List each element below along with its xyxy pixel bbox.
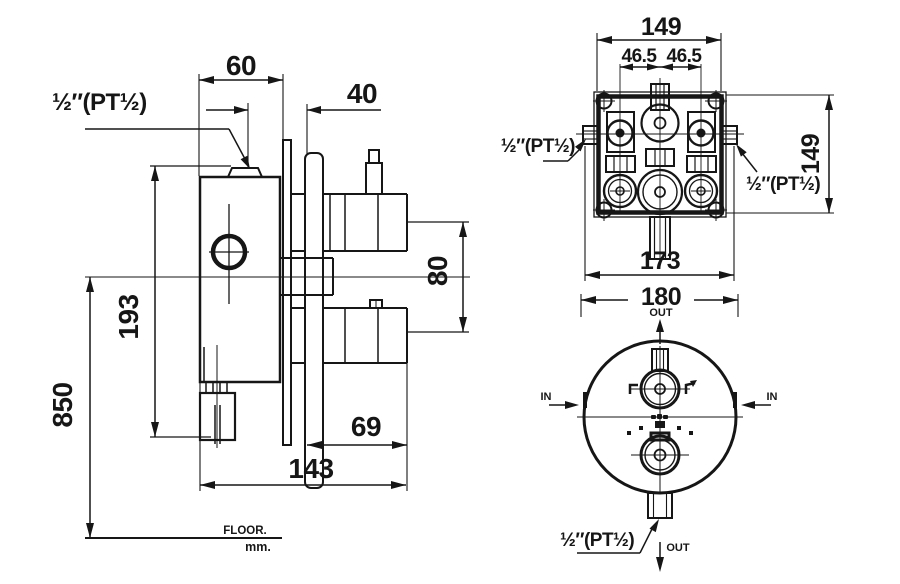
leader-arrow-icon [575, 139, 586, 152]
side-port-callout: ½″(PT½) [52, 89, 250, 169]
temperature-scale-dots [627, 421, 693, 435]
micro-marking [651, 414, 668, 419]
side-lower-knob [291, 299, 469, 364]
spout-icon [628, 383, 638, 394]
front-inlet-pipe-left [582, 125, 599, 145]
face-lower-knob [631, 431, 689, 476]
leader-arrow-icon [649, 519, 659, 533]
side-port-label: ½″(PT½) [52, 89, 147, 116]
leader-arrow-icon [240, 155, 250, 169]
flow-arrow-icon [565, 401, 579, 409]
dim-149-right: 149 [726, 94, 834, 214]
dim-46-5-right-label: 46.5 [667, 46, 703, 67]
face-view: 180 [541, 283, 778, 572]
side-view: 60 40 193 850 [47, 50, 470, 554]
dim-149-top-label: 149 [641, 13, 681, 41]
dim-173-label: 173 [640, 247, 680, 275]
screw-icon [593, 90, 615, 112]
floor-line: FLOOR. mm. [85, 525, 282, 554]
side-upper-knob [291, 149, 469, 252]
front-port-label-left: ½″(PT½) [501, 136, 575, 157]
front-port-callout-left: ½″(PT½) [501, 136, 586, 162]
dim-193-label: 193 [113, 294, 144, 339]
screw-icon [705, 199, 727, 221]
leader-arrow-icon [736, 144, 747, 157]
dim-193: 193 [113, 165, 231, 438]
units-label: mm. [245, 540, 271, 554]
dim-46-5-left-label: 46.5 [622, 46, 658, 67]
side-upper-knob-stub [368, 149, 380, 164]
out-bottom-label: OUT [666, 542, 690, 554]
front-inlet-pipe-right [721, 125, 738, 145]
dim-180: 180 [580, 283, 739, 317]
in-right-callout: IN [733, 391, 778, 409]
dim-180-label: 180 [641, 283, 681, 311]
dim-69: 69 [307, 363, 408, 491]
floor-label: FLOOR. [223, 525, 266, 537]
dim-80-label: 80 [422, 256, 453, 286]
face-port-callout: ½″(PT½) [560, 519, 659, 554]
side-valve-body [198, 167, 282, 384]
side-bottom-port [198, 345, 237, 448]
dim-60-label: 60 [226, 50, 256, 81]
front-port-label-right: ½″(PT½) [746, 174, 820, 195]
front-port-callout-right: ½″(PT½) [736, 144, 821, 195]
dim-40-label: 40 [347, 78, 377, 109]
flow-arrow-icon [741, 401, 755, 409]
side-top-port [226, 167, 264, 178]
front-check-valve-left [602, 111, 638, 209]
dim-60: 60 [198, 50, 284, 176]
screw-icon [705, 90, 727, 112]
dim-69-label: 69 [351, 411, 381, 442]
face-bottom-stub [647, 492, 673, 519]
front-corner-screws [593, 90, 727, 221]
shower-icon-head [690, 380, 697, 387]
flow-arrow-icon [656, 319, 664, 332]
face-upper-knob [628, 368, 697, 410]
front-view: 149 46.5 46.5 149 173 [501, 13, 834, 281]
dim-149-right-label: 149 [797, 134, 825, 174]
dim-143: 143 [199, 382, 406, 491]
dim-850-label: 850 [47, 382, 78, 427]
dim-80: 80 [422, 222, 467, 332]
in-left-callout: IN [541, 391, 587, 409]
in-right-label: IN [767, 391, 778, 403]
in-left-label: IN [541, 391, 552, 403]
dim-173: 173 [584, 146, 735, 281]
dim-850: 850 [47, 277, 94, 538]
screw-icon [593, 199, 615, 221]
flow-arrow-icon [656, 557, 664, 572]
side-inlet-hub [280, 257, 334, 296]
front-bottom-pipe [649, 216, 671, 260]
front-check-valve-right [683, 111, 719, 209]
side-escutcheon [304, 152, 324, 489]
dim-143-label: 143 [288, 453, 333, 484]
dim-149-top: 149 [596, 13, 722, 91]
out-bottom-callout: OUT [656, 542, 690, 572]
out-top-label: OUT [649, 307, 673, 319]
dim-46-5: 46.5 46.5 [620, 46, 703, 71]
dim-40: 40 [206, 78, 381, 167]
side-wall-plates [282, 139, 324, 489]
out-top-callout: OUT [649, 307, 673, 344]
face-port-label: ½″(PT½) [560, 530, 634, 551]
front-cartridge [636, 103, 684, 216]
